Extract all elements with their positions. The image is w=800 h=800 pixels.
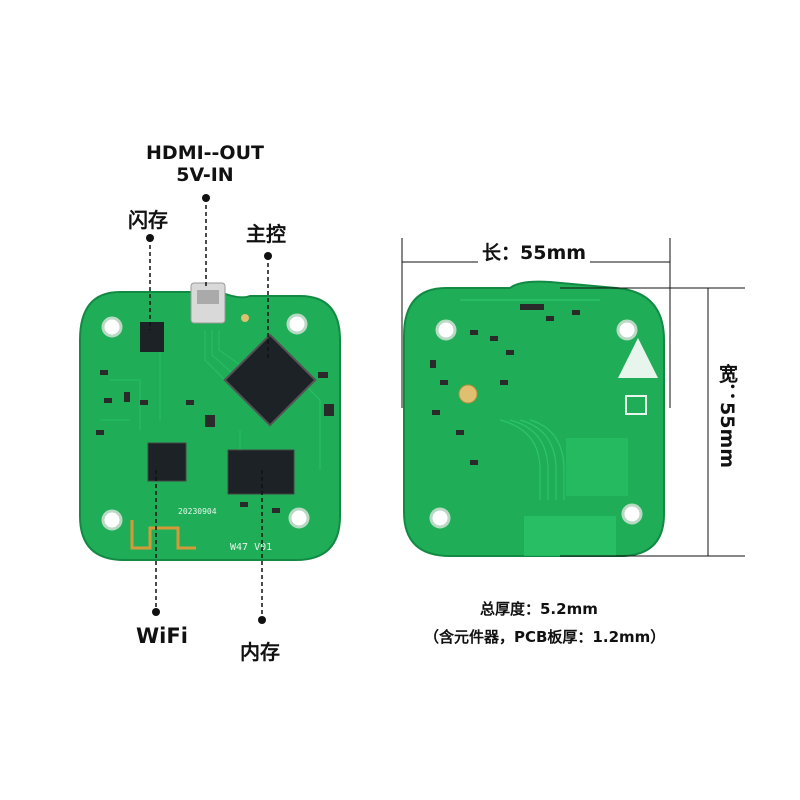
mount-hole bbox=[288, 507, 310, 529]
wifi-label: WiFi bbox=[136, 624, 188, 648]
ram-chip bbox=[227, 449, 295, 495]
main-controller-label: 主控 bbox=[246, 222, 286, 246]
mount-hole bbox=[286, 313, 308, 335]
silk-date: 20230904 bbox=[178, 507, 217, 516]
test-pad bbox=[458, 384, 478, 404]
front-pcb: 20230904 W47 V01 bbox=[79, 282, 341, 561]
length-dimension: 长：55mm bbox=[478, 238, 591, 265]
flash-chip bbox=[140, 322, 164, 352]
power-in-text: 5V-IN bbox=[176, 164, 234, 186]
esd-warning-icon bbox=[618, 338, 658, 378]
flash-label: 闪存 bbox=[128, 208, 168, 232]
hdmi-out-text: HDMI--OUT bbox=[146, 142, 264, 164]
width-dimension: 宽：55mm bbox=[714, 360, 741, 473]
hdmi-label: HDMI--OUT 5V-IN bbox=[138, 142, 272, 186]
silk-board-id: W47 V01 bbox=[230, 542, 272, 553]
weee-icon bbox=[625, 395, 647, 415]
ram-label: 内存 bbox=[240, 640, 280, 664]
wifi-module bbox=[147, 442, 187, 482]
mount-hole bbox=[621, 503, 643, 525]
thickness-text: 总厚度：5.2mm bbox=[480, 600, 598, 618]
antenna-trace bbox=[130, 520, 196, 550]
mount-hole bbox=[101, 316, 123, 338]
main-soc bbox=[223, 333, 317, 427]
mount-hole bbox=[101, 509, 123, 531]
mount-hole bbox=[429, 507, 451, 529]
thickness-note: （含元件器，PCB板厚：1.2mm） bbox=[424, 628, 666, 646]
back-pcb bbox=[403, 280, 665, 557]
mount-hole bbox=[616, 319, 638, 341]
mount-hole bbox=[435, 319, 457, 341]
